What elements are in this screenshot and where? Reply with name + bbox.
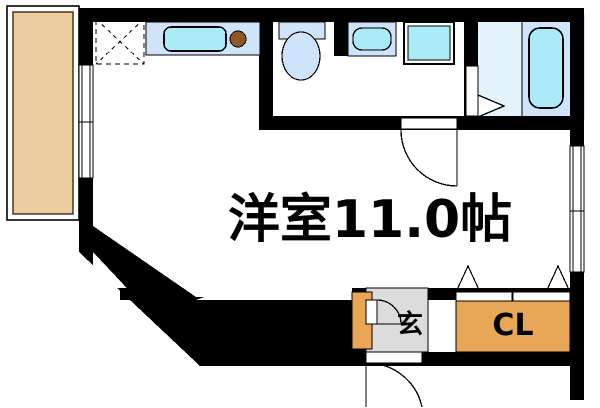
washroom-entry-door-icon: [400, 117, 458, 187]
entrance: [351, 287, 429, 353]
balcony-window-icon: [78, 64, 94, 179]
toilet-icon: [278, 21, 326, 81]
bathroom-door-icon: [465, 65, 506, 119]
entrance-label: 玄: [397, 309, 423, 340]
right-window-icon: [569, 145, 585, 273]
main-room-white-upper: [93, 22, 570, 297]
closet: [455, 264, 571, 353]
kitchen: [145, 21, 261, 56]
stove-burner-icon: [229, 30, 247, 48]
balcony: [6, 5, 80, 221]
bathroom: [478, 22, 570, 116]
page-title: 洋室11.0帖: [228, 190, 512, 250]
washer-space-icon: [95, 18, 145, 65]
front-door-icon: [365, 351, 423, 408]
washroom: [347, 21, 455, 65]
closet-label: CL: [492, 308, 533, 343]
